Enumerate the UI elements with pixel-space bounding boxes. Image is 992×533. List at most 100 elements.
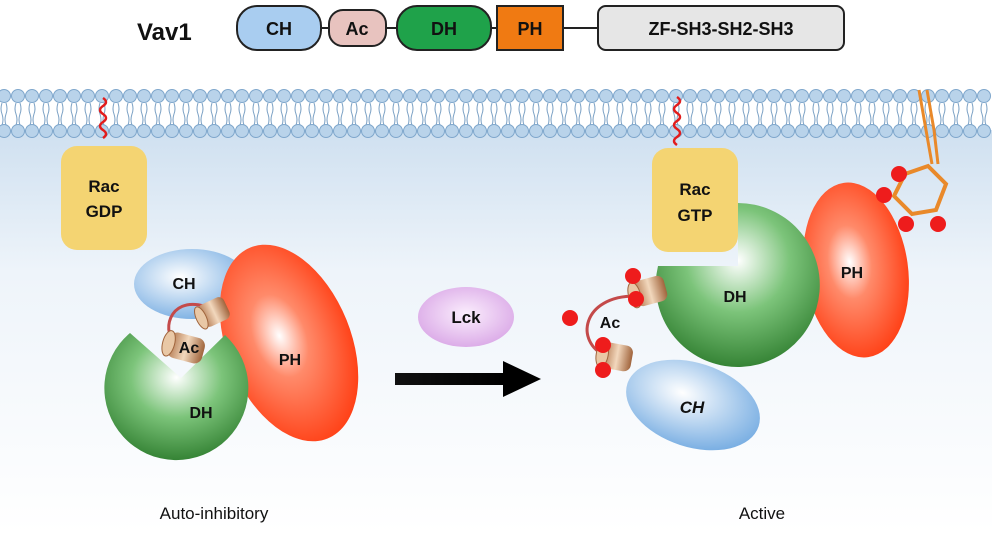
lipid-tail [560, 102, 568, 126]
lipid-tail [126, 102, 134, 126]
lipid-head [977, 89, 991, 103]
lipid-tail [616, 102, 624, 126]
lipid-tail [602, 102, 610, 126]
lipid-head [473, 124, 487, 138]
lipid-head [893, 89, 907, 103]
lipid-head [529, 124, 543, 138]
lipid-head [865, 89, 879, 103]
lipid-head [137, 89, 151, 103]
dh-label-right: DH [723, 289, 746, 306]
lck-kinase [418, 287, 514, 347]
lipid-head [109, 89, 123, 103]
dh-domain-right [655, 203, 820, 367]
lipid-head [277, 124, 291, 138]
lipid-tail [392, 102, 400, 126]
lipid-head [389, 89, 403, 103]
ch-label-right: CH [680, 398, 705, 417]
lipid-head [865, 124, 879, 138]
lipid-tail [588, 102, 596, 126]
phospho-site-2 [628, 291, 644, 307]
lipid-head [823, 124, 837, 138]
lipid-tail [238, 102, 246, 126]
lipid-tail [518, 102, 526, 126]
lipid-head [613, 89, 627, 103]
lipid-tail [168, 102, 176, 126]
lipid-head [599, 89, 613, 103]
lipid-head [935, 124, 949, 138]
lipid-tail [658, 102, 666, 126]
lipid-head [0, 89, 11, 103]
lipid-head [627, 124, 641, 138]
lipid-tail [728, 102, 736, 126]
domain-ch-label: CH [266, 19, 292, 39]
phospho-site-5 [595, 362, 611, 378]
lipid-tail [420, 102, 428, 126]
lipid-tail [980, 102, 988, 126]
lipid-tail [504, 102, 512, 126]
protein-name: Vav1 [137, 19, 192, 46]
lipid-head [627, 89, 641, 103]
transition: Lck [395, 287, 541, 397]
rac-gtp-line2: GTP [678, 206, 713, 225]
lipid-head [137, 124, 151, 138]
lipid-head [739, 89, 753, 103]
helix-lower-left [161, 330, 205, 364]
lipid-tail [252, 102, 260, 126]
lipid-tail [28, 102, 36, 126]
domain-tail-label: ZF-SH3-SH2-SH3 [648, 19, 793, 39]
lipid-tail [882, 102, 890, 126]
lipid-head [949, 124, 963, 138]
lipid-tail [574, 102, 582, 126]
lipid-head [459, 124, 473, 138]
lipid-head [361, 89, 375, 103]
lipid-head [361, 124, 375, 138]
phosphoinositide [876, 89, 949, 232]
lipid-head [67, 89, 81, 103]
lipid-head [711, 124, 725, 138]
active-complex: PH DH Rac GTP CH A [562, 89, 949, 523]
lipid-head [25, 124, 39, 138]
lipid-tail [280, 102, 288, 126]
domain-tail-box [597, 5, 845, 51]
lipid-head [403, 89, 417, 103]
lipid-head [221, 124, 235, 138]
lipid-head [0, 124, 11, 138]
lipid-head [249, 89, 263, 103]
lipid-head [543, 124, 557, 138]
lipid-head [655, 89, 669, 103]
ph-label-right: PH [841, 265, 863, 282]
lipid-tail [840, 102, 848, 126]
lipid-head [809, 89, 823, 103]
lipid-tail [378, 102, 386, 126]
lipid-tail [868, 102, 876, 126]
lipid-tail [322, 102, 330, 126]
lipid-head [739, 124, 753, 138]
domain-ac-box [328, 9, 387, 47]
lipid-head [683, 89, 697, 103]
lipid-head [893, 124, 907, 138]
lipid-head [907, 124, 921, 138]
lipid-head [263, 89, 277, 103]
lipid-head [795, 89, 809, 103]
lipid-head [753, 89, 767, 103]
lipid-head [963, 124, 977, 138]
lipid-head [347, 89, 361, 103]
lipid-tail [686, 102, 694, 126]
lipid-head [851, 89, 865, 103]
lipid-head [879, 89, 893, 103]
lipid-head [767, 124, 781, 138]
lipid-head [165, 89, 179, 103]
lipid-head [109, 124, 123, 138]
lipid-head [277, 89, 291, 103]
lipid-tail [182, 102, 190, 126]
lipid-tail [14, 102, 22, 126]
lipid-tail [196, 102, 204, 126]
lipid-head [207, 124, 221, 138]
phospho-site-3 [562, 310, 578, 326]
lipid-head [333, 89, 347, 103]
lipid-tail [0, 102, 8, 126]
lipid-tail [406, 102, 414, 126]
lipid-head [725, 89, 739, 103]
